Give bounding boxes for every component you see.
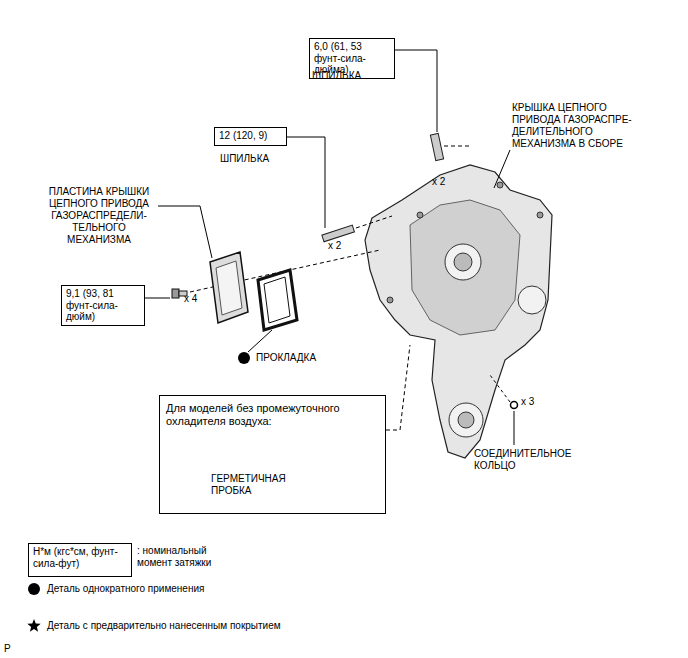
timing-cover [365,165,552,458]
gasket-inner [264,277,290,323]
figure-code: P [4,643,11,655]
torque-value: 12 (120, 9) [219,130,282,142]
note-heading: Для моделей без промежуточного охладител… [166,402,356,427]
single-use-mark [28,583,40,595]
dashed-line [444,146,472,147]
stud [430,133,443,160]
pulley-boss [518,286,546,314]
legend-text: Деталь однократного применения [47,583,204,595]
seal-boss [449,403,483,437]
part-name: КРЫШКА ЦЕПНОГО ПРИВОДА ГАЗОРАСПРЕ- ДЕЛИТ… [512,102,644,150]
dashed-line [386,345,410,430]
bolt-hole [497,182,503,188]
part-name: ПРОКЛАДКА [256,352,316,364]
dashed-line [490,375,510,402]
legend-text: : номинальный момент затяжки [137,545,237,569]
legend-text: Деталь с предварительно нанесенным покры… [47,620,281,632]
leader-line [494,150,510,188]
bolt-hole [417,212,423,218]
cover-boss [445,244,481,280]
seal-boss [458,412,474,428]
cover-plate-face [216,261,242,315]
bolt-hole [387,297,393,303]
stud [322,225,355,242]
part-name: ШПИЛЬКА [312,70,361,82]
bolt-head [172,289,179,298]
dashed-line [356,216,392,228]
quantity: x 2 [328,240,341,252]
part-name: СОЕДИНИТЕЛЬНОЕ КОЛЬЦО [474,448,586,472]
bolt-hole [537,212,543,218]
quantity: x 2 [432,176,445,188]
leader-line [287,137,325,228]
leader-line [141,298,170,299]
single-use-mark [238,352,250,364]
cover-rib [410,200,520,335]
quantity: x 3 [521,396,534,408]
part-name: ШПИЛЬКА [220,153,269,165]
torque-value: Н*м (кгс*см, фунт-сила-фут) [33,546,127,569]
quantity: x 4 [184,293,197,305]
torque-box: Н*м (кгс*см, фунт-сила-фут) [28,543,132,577]
gasket [258,270,297,330]
torque-box: 9,1 (93, 81 фунт-сила-дюйм) [61,285,145,326]
torque-value: 9,1 (93, 81 фунт-сила-дюйм) [66,288,140,323]
leader-line [514,411,515,445]
part-name: ПЛАСТИНА КРЫШКИ ЦЕПНОГО ПРИВОДА ГАЗОРАСП… [42,186,156,246]
o-ring [511,402,518,409]
leader-line [248,330,272,352]
part-name: ГЕРМЕТИЧНАЯ ПРОБКА [211,473,295,496]
precoated-mark [27,619,40,632]
note-box: Для моделей без промежуточного охладител… [159,395,386,514]
leader-line [158,206,212,258]
torque-box: 12 (120, 9) [214,127,287,146]
cover-plate [210,252,248,323]
cover-boss [454,253,472,271]
leader-line [392,50,437,132]
